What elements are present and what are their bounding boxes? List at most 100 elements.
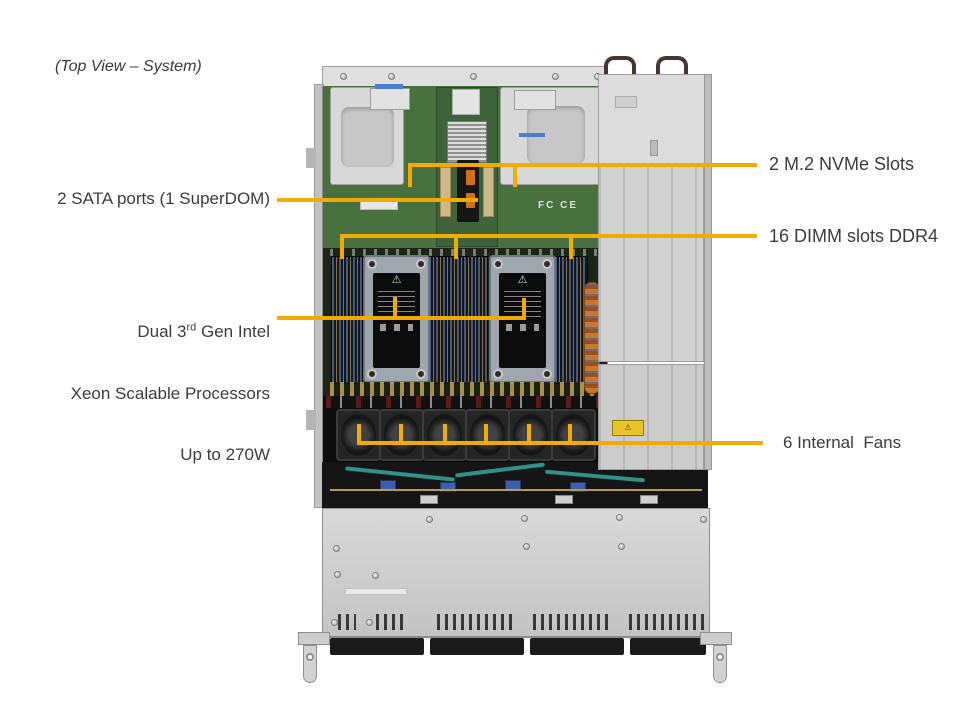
cpu-label: ⚠ bbox=[499, 273, 546, 368]
cpu-label-block: Dual 3rd Gen Intel Xeon Scalable Process… bbox=[71, 281, 270, 507]
screw bbox=[618, 543, 625, 550]
psu-mid-cover bbox=[598, 166, 704, 362]
fans-label: 6 Internal Fans bbox=[783, 433, 902, 452]
fans-callout-tick bbox=[568, 424, 572, 445]
psu-vent bbox=[615, 96, 637, 108]
screw bbox=[372, 572, 379, 579]
psu-lower-cover bbox=[598, 364, 704, 470]
connector bbox=[570, 482, 586, 492]
connector bbox=[440, 482, 456, 492]
screw bbox=[340, 73, 347, 80]
screw bbox=[333, 545, 340, 552]
figure-title: (Top View – System) bbox=[55, 58, 202, 75]
sata-callout-line bbox=[277, 198, 478, 202]
fans-callout-tick bbox=[527, 424, 531, 445]
screw bbox=[426, 516, 433, 523]
shroud-bracket bbox=[514, 90, 556, 110]
screw bbox=[616, 514, 623, 521]
m2-callout-tick bbox=[513, 163, 517, 187]
screw bbox=[334, 571, 341, 578]
screw bbox=[388, 73, 395, 80]
drive-bay bbox=[430, 638, 524, 655]
shroud-bracket bbox=[370, 88, 410, 110]
cpu-callout-tick bbox=[393, 297, 397, 320]
fan bbox=[508, 409, 553, 461]
ear-hole bbox=[306, 653, 314, 661]
fans-callout-tick bbox=[484, 424, 488, 445]
connector bbox=[640, 495, 658, 504]
fans-callout-tick bbox=[443, 424, 447, 445]
dimm-callout-tick bbox=[569, 234, 573, 259]
screw bbox=[470, 73, 477, 80]
mounting-ear bbox=[700, 632, 732, 645]
dimm-label: 16 DIMM slots DDR4 bbox=[769, 226, 939, 246]
mounting-ear-arm bbox=[303, 645, 317, 683]
fan bbox=[336, 409, 381, 461]
chassis-rear-edge bbox=[322, 66, 608, 88]
psu-latch bbox=[650, 140, 658, 156]
psu-handle bbox=[656, 56, 688, 82]
m2-callout-tick bbox=[408, 163, 412, 187]
vent-slots bbox=[629, 614, 707, 630]
cpu-callout-tick bbox=[522, 298, 526, 320]
warning-icon: ⚠ bbox=[517, 274, 528, 286]
dimm-slot-group bbox=[331, 256, 363, 384]
chassis-right-rail bbox=[704, 74, 712, 470]
sata-port bbox=[466, 170, 475, 185]
cpu-label-line2: Xeon Scalable Processors bbox=[70, 383, 270, 403]
drive-bay bbox=[630, 638, 706, 655]
shroud-cutout bbox=[341, 107, 394, 167]
blue-clip bbox=[519, 133, 545, 137]
vent-slots bbox=[533, 614, 609, 630]
vent-slots bbox=[338, 614, 356, 630]
front-edge-line bbox=[322, 636, 710, 638]
screw bbox=[366, 619, 373, 626]
fans-callout-line bbox=[357, 441, 763, 445]
mounting-ear bbox=[298, 632, 330, 645]
cpu-label: ⚠ bbox=[373, 273, 420, 368]
dimm-callout-tick bbox=[454, 234, 458, 259]
ear-hole bbox=[716, 653, 724, 661]
board-connector-row bbox=[330, 382, 600, 396]
screw bbox=[523, 543, 530, 550]
chipset-heatsink bbox=[447, 121, 487, 163]
dimm-callout-tick bbox=[340, 234, 344, 259]
riser-card bbox=[452, 89, 480, 115]
chassis-hinge-tab bbox=[306, 410, 316, 430]
fans-callout-tick bbox=[357, 424, 361, 445]
vent-slots bbox=[437, 614, 515, 630]
fan bbox=[551, 409, 596, 461]
board-edge-line bbox=[330, 489, 702, 491]
m2-label: 2 M.2 NVMe Slots bbox=[769, 154, 915, 174]
cpu-label-line3: Up to 270W bbox=[180, 445, 270, 464]
dimm-slot-group bbox=[554, 256, 588, 384]
fans-callout-tick bbox=[399, 424, 403, 445]
sata-label: 2 SATA ports (1 SuperDOM) bbox=[57, 189, 270, 208]
psu-warning-sticker: ⚠ bbox=[612, 420, 644, 436]
fcc-ce-mark: FC CE bbox=[538, 200, 578, 211]
drive-bay bbox=[530, 638, 624, 655]
screw bbox=[552, 73, 559, 80]
chassis-hinge-tab bbox=[306, 148, 316, 168]
mounting-ear-arm bbox=[713, 645, 727, 683]
m2-callout-line bbox=[408, 163, 757, 167]
m2-slot bbox=[440, 167, 451, 217]
cpu-label-line1: Dual 3rd Gen Intel bbox=[137, 321, 270, 341]
drive-bay bbox=[330, 638, 424, 655]
cpu-callout-line bbox=[277, 316, 526, 320]
fan-wiring bbox=[326, 396, 604, 408]
vent-slots bbox=[376, 614, 406, 630]
m2-slot bbox=[483, 167, 494, 217]
dimm-latch-row bbox=[330, 249, 600, 256]
warning-icon: ⚠ bbox=[391, 274, 402, 286]
screw bbox=[700, 516, 707, 523]
connector bbox=[420, 495, 438, 504]
front-label bbox=[345, 588, 407, 595]
dimm-callout-line bbox=[340, 234, 757, 238]
psu-handle bbox=[604, 56, 636, 82]
screw bbox=[521, 515, 528, 522]
blue-clip bbox=[375, 84, 403, 89]
screw bbox=[331, 619, 338, 626]
connector bbox=[555, 495, 573, 504]
